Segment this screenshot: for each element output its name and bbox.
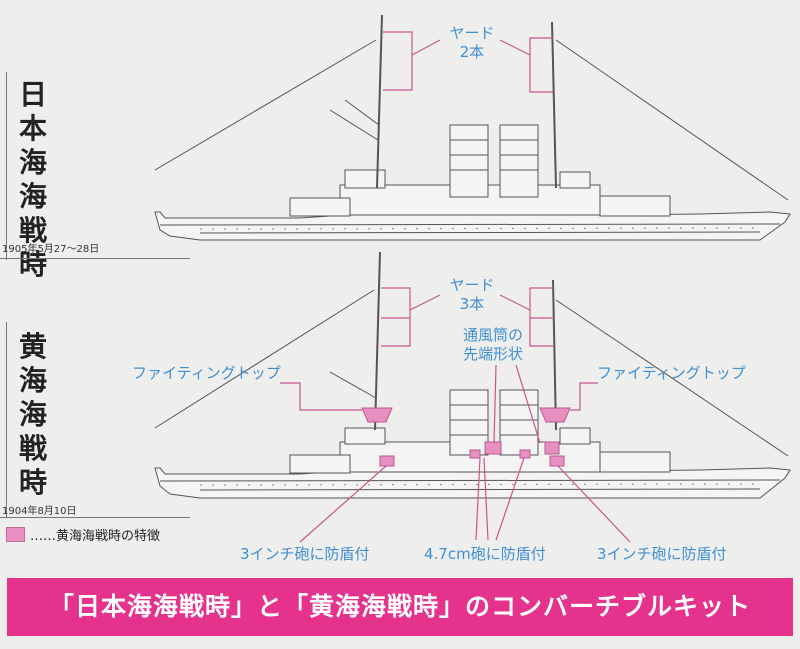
gun-right-label: 3インチ砲に防盾付 <box>597 545 727 563</box>
yard-brackets <box>381 31 554 347</box>
banner: 「日本海海戦時」と「黄海海戦時」のコンバーチブルキット <box>7 578 793 636</box>
legend-swatch <box>6 527 25 542</box>
banner-text: 「日本海海戦時」と「黄海海戦時」のコンバーチブルキット <box>48 592 751 621</box>
fighting-top-left-label: ファイティングトップ <box>132 364 281 382</box>
ship2-highlights <box>361 407 571 467</box>
ship2-divider <box>6 322 7 518</box>
ship2-title: 黄海海戦時 <box>18 330 47 499</box>
ship2-baseline <box>0 517 190 518</box>
gun-center-label: 4.7cm砲に防盾付 <box>424 545 546 563</box>
ship1-baseline <box>0 258 190 259</box>
fighting-top-right-label: ファイティングトップ <box>597 364 746 382</box>
ship1-date: 1905年5月27～28日 <box>2 244 100 255</box>
ship1-drawing <box>154 14 791 241</box>
ship1-divider <box>6 72 7 260</box>
ship2-pink-leaders <box>280 364 631 543</box>
ship2-yard-label: ヤード 3本 <box>449 276 495 313</box>
gun-left-label: 3インチ砲に防盾付 <box>240 545 370 563</box>
ship2-vent-label: 通風筒の 先端形状 <box>462 326 523 363</box>
ship2-date: 1904年8月10日 <box>2 506 77 517</box>
ship1-title: 日本海海戦時 <box>18 78 47 281</box>
ship1-yard-label: ヤード 2本 <box>449 24 495 61</box>
legend-text: ……黄海海戦時の特徴 <box>30 529 161 544</box>
